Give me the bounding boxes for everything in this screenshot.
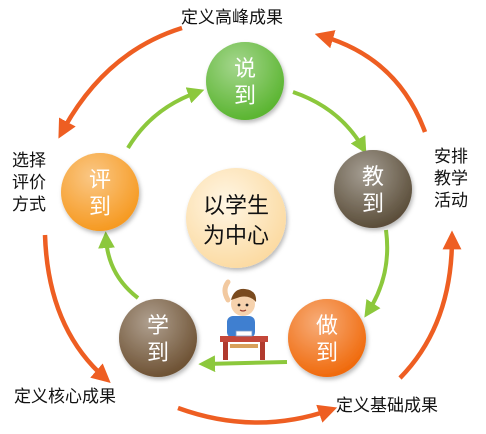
node-xue-label-top: 学 — [147, 314, 169, 339]
outer-arrow-right — [398, 230, 462, 380]
center-circle — [186, 168, 286, 268]
outer-label-left-line1: 选择 — [12, 151, 46, 171]
node-jiao-label-bottom: 到 — [362, 192, 384, 217]
outer-label-left-line3: 方式 — [12, 195, 46, 215]
inner-arrow-2 — [364, 229, 390, 318]
node-shuo-label-bottom: 到 — [234, 84, 256, 109]
node-zuo-label-top: 做 — [316, 314, 338, 339]
student-at-desk-icon — [220, 279, 268, 360]
outer-arrow-left — [42, 234, 111, 383]
node-ping-label-top: 评 — [89, 168, 111, 193]
inner-arrow-5 — [126, 87, 205, 150]
inner-arrow-3 — [198, 355, 288, 373]
outer-label-bottom-right: 定义基础成果 — [336, 396, 438, 416]
inner-arrow-4 — [98, 231, 140, 300]
node-shuo — [206, 42, 284, 120]
outer-label-right-line2: 教学 — [434, 169, 468, 189]
node-jiao-label-top: 教 — [362, 165, 384, 190]
node-ping — [61, 153, 139, 231]
outer-label-top: 定义高峰成果 — [181, 8, 283, 28]
outer-cycle-arrows — [42, 25, 462, 425]
outer-label-left: 选择 评价 方式 — [12, 150, 46, 216]
outer-arrow-top-right — [314, 30, 428, 133]
node-shuo-label-top: 说 — [234, 57, 256, 82]
outer-label-left-line2: 评价 — [12, 173, 46, 193]
outer-label-right: 安排 教学 活动 — [434, 146, 468, 212]
inner-cycle-arrows — [98, 87, 390, 373]
outer-arrow-top-left — [58, 25, 183, 139]
outer-label-right-line1: 安排 — [434, 147, 468, 167]
node-zuo-label-bottom: 到 — [316, 341, 338, 366]
center-label-line2: 为中心 — [203, 224, 269, 249]
node-xue-label-bottom: 到 — [147, 341, 169, 366]
node-xue — [119, 299, 197, 377]
node-zuo — [288, 299, 366, 377]
node-ping-label-bottom: 到 — [89, 195, 111, 220]
outer-label-right-line3: 活动 — [434, 191, 468, 211]
outer-arrow-bottom — [177, 404, 338, 425]
inner-arrow-1 — [292, 90, 367, 154]
node-jiao — [334, 150, 412, 228]
outer-label-bottom-left: 定义核心成果 — [14, 387, 116, 407]
center-label-line1: 以学生 — [203, 194, 269, 219]
